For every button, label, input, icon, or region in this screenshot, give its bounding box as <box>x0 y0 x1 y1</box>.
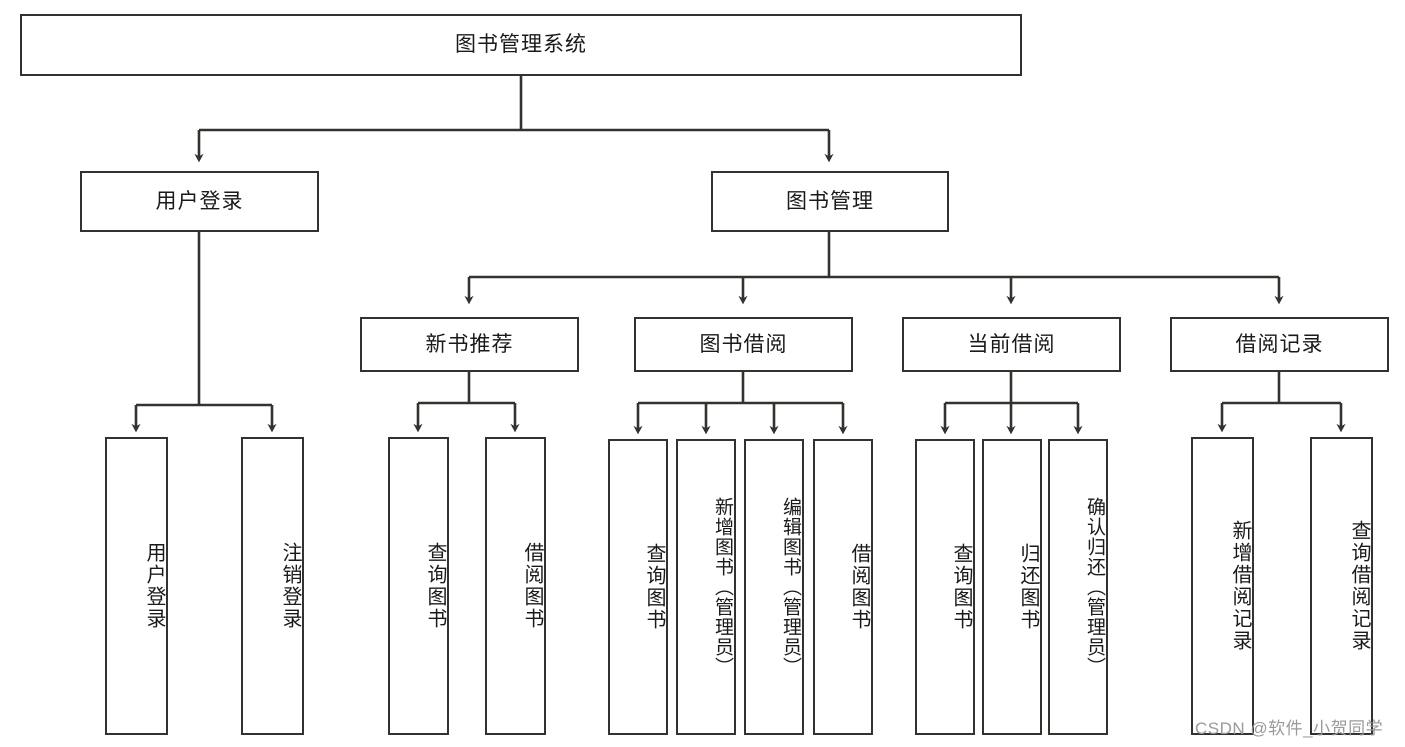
node-label: 用户登录 <box>143 542 165 630</box>
node-label: 查询借阅记录 <box>1348 520 1370 652</box>
node-label: 查询图书 <box>643 543 665 631</box>
node-label: 借阅图书 <box>521 542 543 630</box>
node-label: 用户登录 <box>155 189 244 213</box>
node-label: 新增图书（管理员） <box>712 497 733 677</box>
leaf-record-query[interactable]: 查询借阅记录 <box>1310 437 1373 735</box>
node-label: 图书管理系统 <box>455 33 587 57</box>
node-borrow-record[interactable]: 借阅记录 <box>1170 317 1389 372</box>
node-label: 借阅图书 <box>848 543 870 631</box>
leaf-current-return-book[interactable]: 归还图书 <box>982 439 1042 735</box>
node-label: 借阅记录 <box>1235 332 1324 356</box>
leaf-current-confirm-return[interactable]: 确认归还（管理员） <box>1048 439 1108 735</box>
leaf-user-login-login[interactable]: 用户登录 <box>105 437 168 735</box>
node-new-book-recommend[interactable]: 新书推荐 <box>360 317 579 372</box>
leaf-borrow-add-book[interactable]: 新增图书（管理员） <box>676 439 736 735</box>
node-book-management[interactable]: 图书管理 <box>711 171 949 232</box>
node-label: 图书管理 <box>786 189 874 213</box>
leaf-current-query-book[interactable]: 查询图书 <box>915 439 975 735</box>
node-book-borrow[interactable]: 图书借阅 <box>634 317 853 372</box>
leaf-borrow-borrow-book[interactable]: 借阅图书 <box>813 439 873 735</box>
node-label: 确认归还（管理员） <box>1084 497 1105 677</box>
node-label: 查询图书 <box>950 543 972 631</box>
node-label: 编辑图书（管理员） <box>780 497 801 677</box>
node-label: 新增借阅记录 <box>1229 520 1251 652</box>
node-label: 归还图书 <box>1017 543 1039 631</box>
leaf-new-book-borrow[interactable]: 借阅图书 <box>485 437 546 735</box>
leaf-new-book-query[interactable]: 查询图书 <box>388 437 449 735</box>
node-label: 注销登录 <box>279 542 301 630</box>
node-user-login[interactable]: 用户登录 <box>80 171 319 232</box>
node-label: 查询图书 <box>424 542 446 630</box>
node-label: 图书借阅 <box>699 332 788 356</box>
leaf-user-login-logout[interactable]: 注销登录 <box>241 437 304 735</box>
node-current-borrow[interactable]: 当前借阅 <box>902 317 1121 372</box>
node-label: 当前借阅 <box>967 332 1056 356</box>
leaf-record-add[interactable]: 新增借阅记录 <box>1191 437 1254 735</box>
node-root-system[interactable]: 图书管理系统 <box>20 14 1022 76</box>
leaf-borrow-query-book[interactable]: 查询图书 <box>608 439 668 735</box>
node-label: 新书推荐 <box>425 332 514 356</box>
watermark-text: CSDN @软件_小贺同学 <box>1195 719 1384 738</box>
leaf-borrow-edit-book[interactable]: 编辑图书（管理员） <box>744 439 804 735</box>
